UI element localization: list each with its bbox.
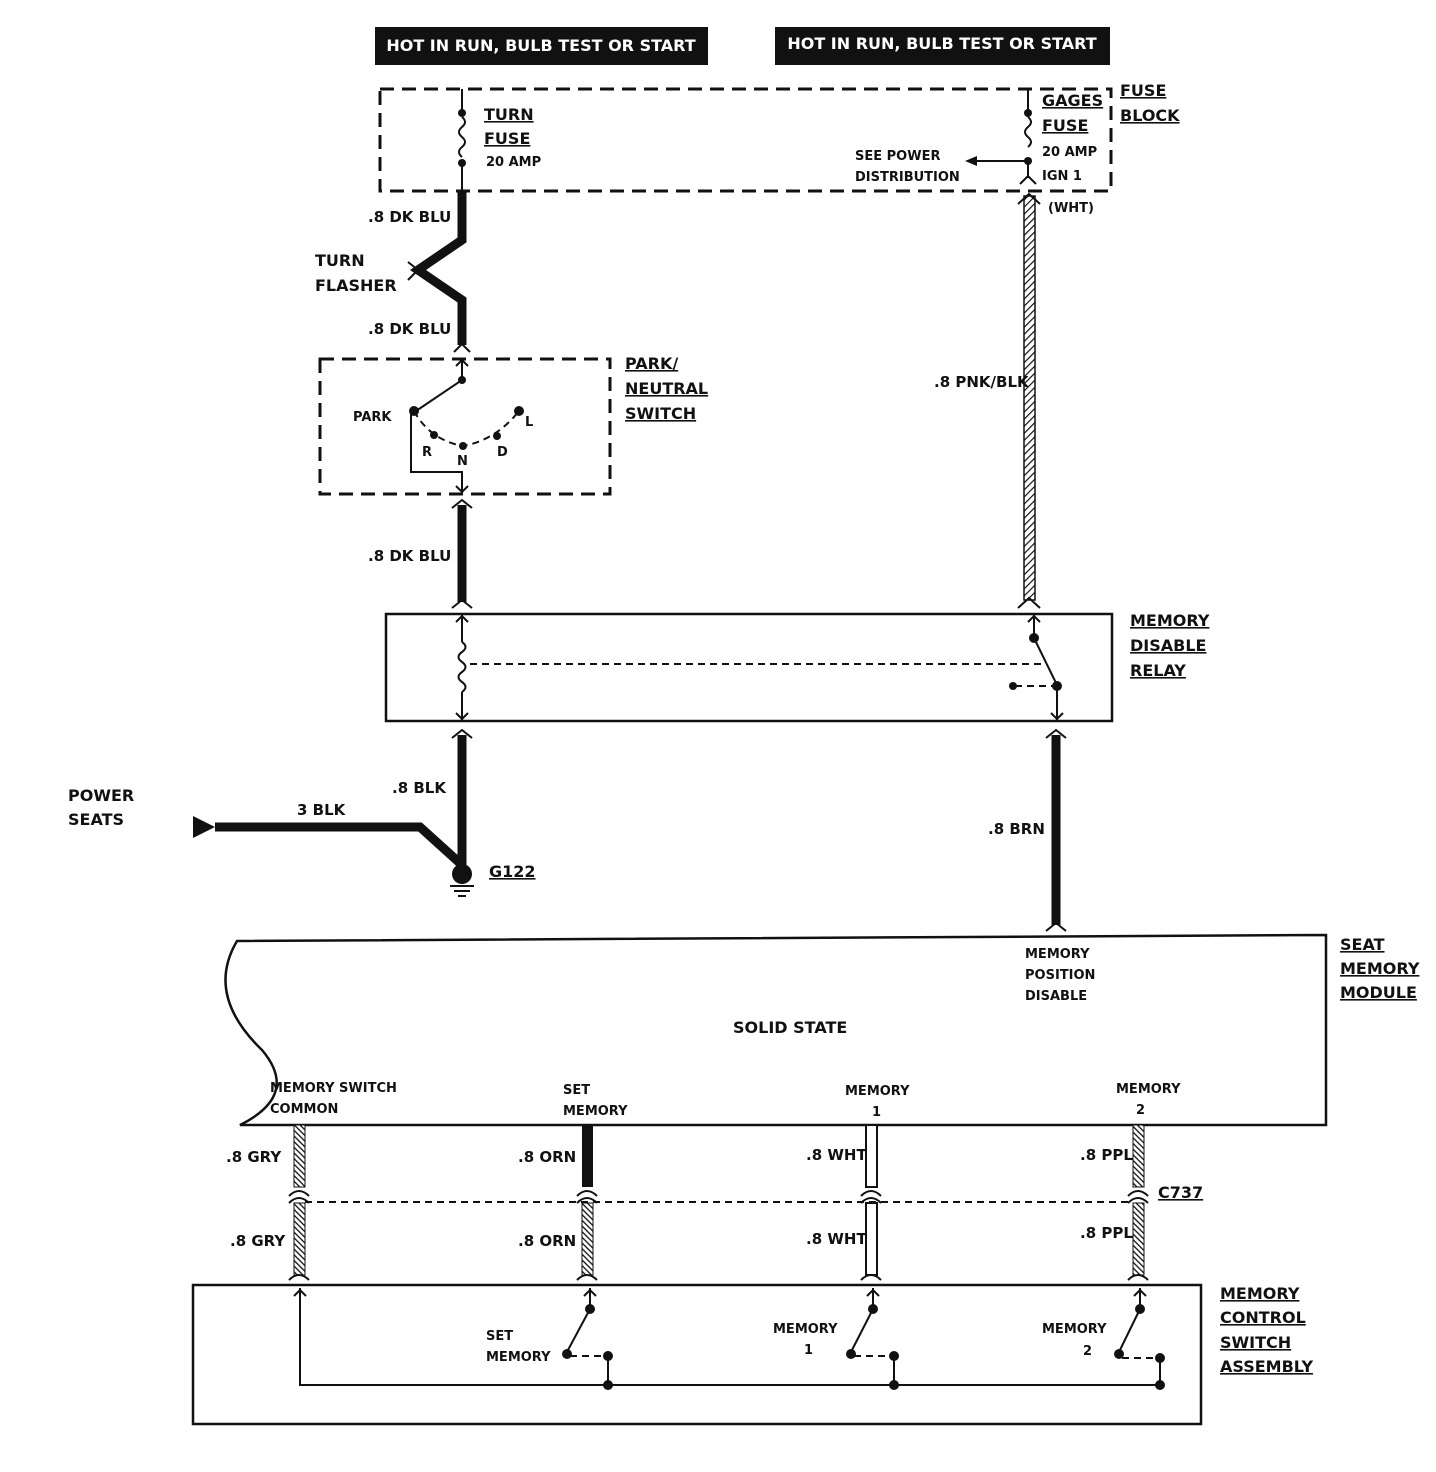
sm-set-label-1: SET	[563, 1083, 590, 1098]
wire-label-dk-blu-2: .8 DK BLU	[368, 320, 451, 338]
wire-gry-bot	[293, 1202, 306, 1276]
fuse-block: FUSE BLOCK TURN FUSE 20 AMP GAGES FUSE 2…	[378, 81, 1180, 193]
mcs-m1-label-2: 1	[804, 1343, 813, 1358]
sm-m1-label-1: MEMORY	[845, 1084, 910, 1099]
banner-right: HOT IN RUN, BULB TEST OR START	[775, 27, 1110, 65]
module-label-1: SEAT	[1340, 935, 1385, 954]
pn-switch-label-1: PARK/	[625, 354, 678, 373]
mcs-set-label-2: MEMORY	[486, 1350, 551, 1365]
wire-label-wht-top: .8 WHT	[806, 1146, 867, 1164]
pn-park-label: PARK	[353, 410, 392, 425]
mpd-label-2: POSITION	[1025, 968, 1095, 983]
park-neutral-switch: PARK/ NEUTRAL SWITCH PARK R N D L	[318, 354, 708, 496]
see-power-label-2: DISTRIBUTION	[855, 170, 960, 185]
relay-label-1: MEMORY	[1130, 611, 1210, 630]
power-seats-label-2: SEATS	[68, 810, 124, 829]
mpd-label-1: MEMORY	[1025, 947, 1090, 962]
arrow-left-icon	[965, 156, 977, 166]
mcs-label-2: CONTROL	[1220, 1308, 1306, 1327]
solid-state-label: SOLID STATE	[733, 1018, 847, 1037]
wire-label-gry-top: .8 GRY	[226, 1148, 282, 1166]
gages-fuse-label-1: GAGES	[1042, 91, 1103, 110]
mcs-m2-label-2: 2	[1083, 1344, 1092, 1359]
relay-label-2: DISABLE	[1130, 636, 1206, 655]
wht-tag: (WHT)	[1048, 201, 1094, 216]
pn-l-label: L	[525, 415, 533, 430]
seat-memory-module: SEAT MEMORY MODULE SOLID STATE MEMORY PO…	[224, 933, 1420, 1127]
banner-left: HOT IN RUN, BULB TEST OR START	[375, 27, 708, 65]
wire-label-dk-blu-3: .8 DK BLU	[368, 547, 451, 565]
memory-disable-relay: MEMORY DISABLE RELAY	[384, 611, 1210, 723]
wire-orn-top	[582, 1125, 593, 1187]
pn-d-label: D	[497, 445, 508, 460]
mcs-label-3: SWITCH	[1220, 1333, 1291, 1352]
mcs-m2-label-1: MEMORY	[1042, 1322, 1107, 1337]
ground-icon	[450, 864, 474, 897]
wire-3-blk	[215, 822, 466, 869]
msc-label-2: COMMON	[270, 1102, 338, 1117]
mcs-label-4: ASSEMBLY	[1220, 1357, 1313, 1376]
wire-label-wht-bot: .8 WHT	[806, 1230, 867, 1248]
gages-fuse-symbol	[1024, 116, 1032, 148]
pn-r-label: R	[422, 445, 432, 460]
msc-label-1: MEMORY SWITCH	[270, 1081, 397, 1096]
wire-label-gry-bot: .8 GRY	[230, 1232, 286, 1250]
wire-pnk-blk	[1023, 195, 1036, 601]
mcs-m1-label-1: MEMORY	[773, 1322, 838, 1337]
sm-m2-label-1: MEMORY	[1116, 1082, 1181, 1097]
turn-fuse-symbol	[458, 116, 466, 158]
power-seats-label-1: POWER	[68, 786, 134, 805]
sm-set-label-2: MEMORY	[563, 1104, 628, 1119]
mcs-set-label-1: SET	[486, 1329, 513, 1344]
connector-label: C737	[1158, 1183, 1203, 1202]
relay-coil-symbol	[457, 641, 467, 693]
wire-ppl-top	[1132, 1124, 1145, 1188]
sm-m1-label-2: 1	[872, 1105, 881, 1120]
pn-switch-label-2: NEUTRAL	[625, 379, 708, 398]
relay-label-3: RELAY	[1130, 661, 1186, 680]
wire-wht-bot	[865, 1202, 878, 1276]
module-label-2: MEMORY	[1340, 959, 1420, 978]
wire-label-ppl-bot: .8 PPL	[1080, 1224, 1133, 1242]
pn-switch-label-3: SWITCH	[625, 404, 696, 423]
turn-flasher-label-1: TURN	[315, 251, 365, 270]
wire-label-pnk-blk: .8 PNK/BLK	[934, 373, 1030, 391]
wire-ppl-bot	[1132, 1202, 1145, 1276]
ground-label: G122	[489, 862, 536, 881]
wire-wht-top	[865, 1124, 878, 1188]
wire-label-orn-top: .8 ORN	[518, 1148, 576, 1166]
wire-label-orn-bot: .8 ORN	[518, 1232, 576, 1250]
mcs-label-1: MEMORY	[1220, 1284, 1300, 1303]
sm-m2-label-2: 2	[1136, 1103, 1145, 1118]
turn-flasher-label-2: FLASHER	[315, 276, 397, 295]
mpd-label-3: DISABLE	[1025, 989, 1087, 1004]
module-label-3: MODULE	[1340, 983, 1417, 1002]
fuse-block-label-2: BLOCK	[1120, 106, 1180, 125]
see-power-label-1: SEE POWER	[855, 149, 940, 164]
wire-label-dk-blu-1: .8 DK BLU	[368, 208, 451, 226]
gages-fuse-label-2: FUSE	[1042, 116, 1088, 135]
turn-fuse-label-2: FUSE	[484, 129, 530, 148]
wire-orn-bot	[581, 1202, 594, 1276]
wire-gry-top	[293, 1124, 306, 1188]
wire-label-ppl-top: .8 PPL	[1080, 1146, 1133, 1164]
wire-label-3-blk: 3 BLK	[297, 801, 347, 819]
turn-fuse-rating: 20 AMP	[486, 155, 541, 170]
gages-fuse-rating: 20 AMP	[1042, 145, 1097, 160]
pn-n-label: N	[457, 454, 468, 469]
wire-label-brn: .8 BRN	[988, 820, 1045, 838]
memory-control-switch-assembly: MEMORY CONTROL SWITCH ASSEMBLY SET MEMOR…	[191, 1283, 1313, 1426]
banner-left-text: HOT IN RUN, BULB TEST OR START	[386, 36, 695, 55]
wire-label-blk: .8 BLK	[392, 779, 447, 797]
fuse-block-label-1: FUSE	[1120, 81, 1166, 100]
gages-fuse-terminal: IGN 1	[1042, 169, 1082, 184]
turn-fuse-label-1: TURN	[484, 105, 534, 124]
power-seats-arrow-icon	[193, 816, 215, 838]
banner-right-text: HOT IN RUN, BULB TEST OR START	[787, 34, 1096, 53]
